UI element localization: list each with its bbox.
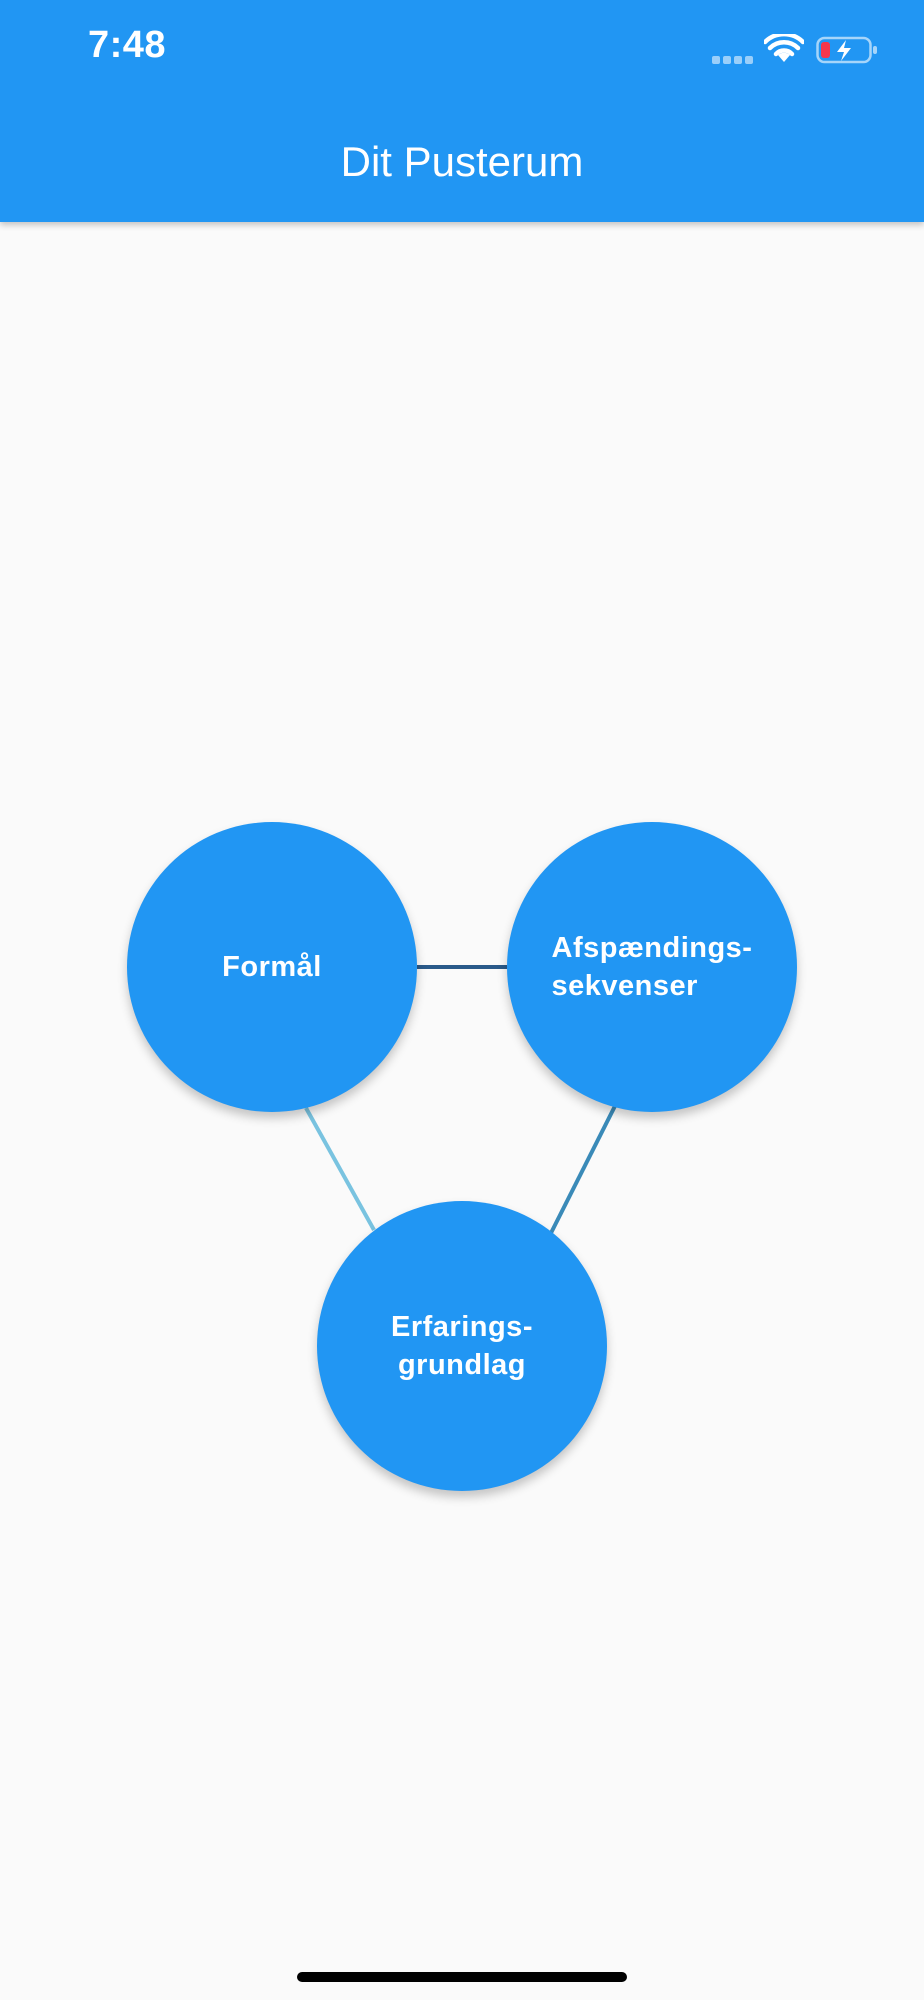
app-bar: 7:48 Dit Pusterum xyxy=(0,0,924,222)
edge-afspaendings-erfarings xyxy=(549,1105,617,1234)
node-afspaendings-label: Afspændings- sekvenser xyxy=(551,932,753,1002)
home-indicator[interactable] xyxy=(297,1972,627,1982)
node-erfarings[interactable]: Erfarings- grundlag xyxy=(317,1201,607,1491)
wifi-icon xyxy=(764,34,804,62)
node-erfarings-label: Erfarings- grundlag xyxy=(391,1311,533,1381)
node-formal[interactable]: Formål xyxy=(127,822,417,1112)
signal-dots-icon xyxy=(712,56,754,64)
app-title: Dit Pusterum xyxy=(340,138,584,185)
edge-formal-erfarings xyxy=(304,1107,376,1231)
node-formal-label: Formål xyxy=(222,951,322,983)
node-afspaendings[interactable]: Afspændings- sekvenser xyxy=(507,822,797,1112)
status-time: 7:48 xyxy=(88,24,167,66)
battery-charging-icon xyxy=(816,36,877,64)
